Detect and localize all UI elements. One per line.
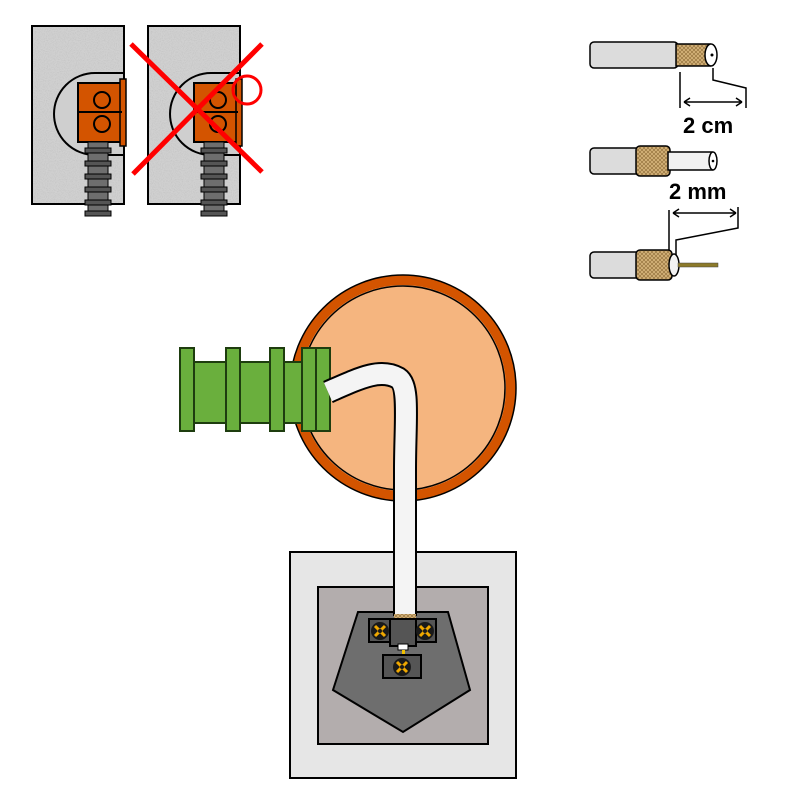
correct-installation-icon (32, 26, 126, 216)
strip-length-label: 2 cm (683, 113, 733, 138)
socket-terminal-icon (368, 618, 437, 679)
coax-strip-step-2-icon (589, 145, 718, 177)
conduit-pipe-icon (179, 347, 331, 432)
screw-icon (369, 620, 391, 642)
screw-icon (414, 620, 436, 642)
screw-icon (391, 656, 413, 678)
coax-cable-icon (323, 362, 418, 620)
coax-strip-step-1-icon (589, 41, 747, 108)
wrong-installation-icon (129, 26, 264, 216)
coax-strip-step-3-icon (589, 207, 739, 281)
gap-length-label: 2 mm (669, 179, 726, 204)
